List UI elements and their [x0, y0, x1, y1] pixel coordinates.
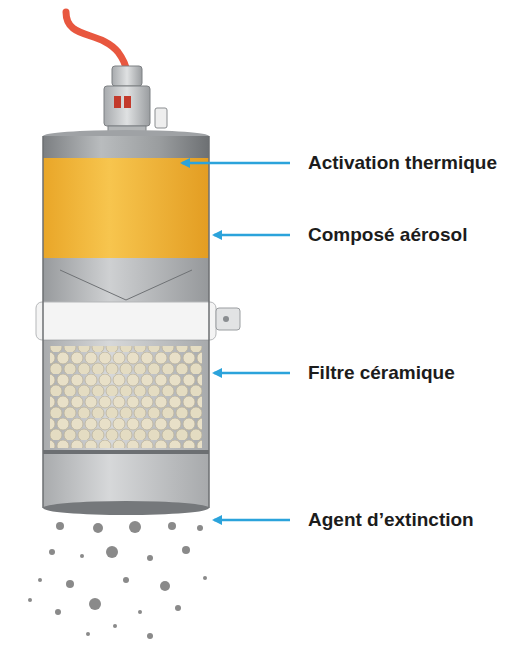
part-label: Filtre céramique [308, 362, 455, 385]
part-label: Agent d’extinction [308, 509, 474, 532]
part-label: Activation thermique [308, 152, 497, 175]
leader-arrows [182, 163, 290, 520]
part-label: Composé aérosol [308, 224, 467, 247]
